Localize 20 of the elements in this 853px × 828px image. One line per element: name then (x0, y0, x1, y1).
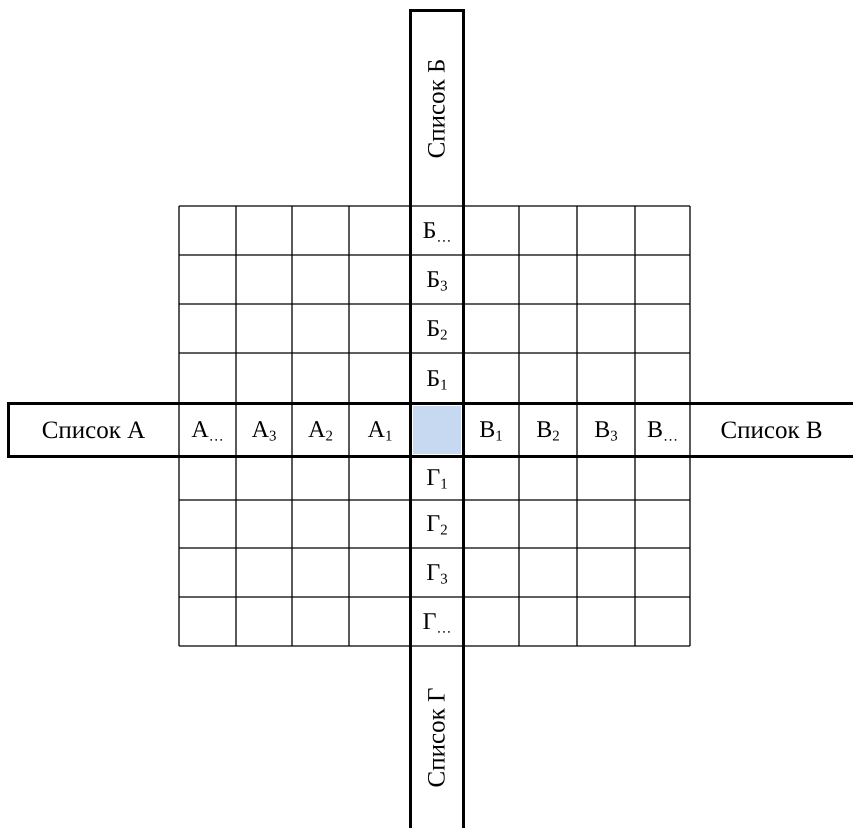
item-label: А$_{…}$ (191, 418, 224, 442)
item-label: А$_{2}$ (308, 418, 333, 442)
item-label: Б$_{1}$ (426, 366, 448, 390)
item-label: В$_{3}$ (594, 418, 618, 442)
item-label: В$_{1}$ (479, 418, 503, 442)
item-label: Б$_{…}$ (422, 218, 452, 242)
item-label: Г$_{2}$ (426, 512, 448, 536)
list-title: Список А (42, 418, 146, 442)
item-label: А$_{3}$ (252, 418, 276, 442)
list-title: Список Б (424, 58, 450, 158)
list-title: Список Г (424, 687, 450, 787)
item-label: Г$_{…}$ (422, 610, 452, 634)
item-label: Б$_{2}$ (426, 316, 448, 340)
list-title: Список В (720, 418, 823, 442)
item-label: Г$_{3}$ (426, 560, 448, 584)
item-label: А$_{1}$ (368, 418, 392, 442)
item-label: Г$_{1}$ (426, 466, 448, 490)
item-label: Б$_{3}$ (426, 268, 448, 292)
item-label: В$_{2}$ (536, 418, 560, 442)
item-label: В$_{…}$ (647, 418, 678, 442)
